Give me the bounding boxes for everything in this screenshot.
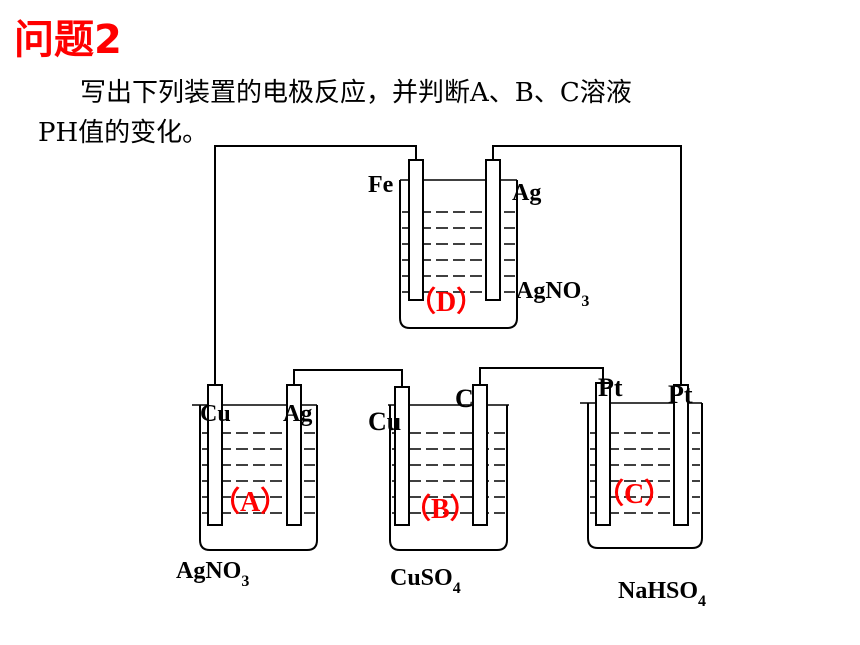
wire-fe-to-cu: [214, 145, 417, 385]
electrode-pt-right: [673, 384, 689, 526]
label-ag-d: Ag: [512, 180, 541, 206]
label-c: C: [455, 384, 474, 413]
electrode-fe: [408, 159, 424, 301]
page-title: 问题2: [14, 17, 122, 63]
wires: [214, 145, 682, 387]
solution-a: AgNO3: [176, 558, 249, 590]
electrode-ag-a: [286, 384, 302, 526]
question-line-2: PH值的变化。: [38, 118, 209, 148]
wire-ag-to-pt: [492, 145, 682, 385]
label-pt-left: Pt: [598, 373, 623, 402]
solution-d: AgNO3: [516, 278, 589, 310]
electrode-ag-d: [485, 159, 501, 301]
cell-label-c: （C）: [596, 477, 672, 510]
label-cu-a: Cu: [200, 401, 231, 427]
electrode-cu-a: [207, 384, 223, 526]
wire-ag-to-cu: [293, 369, 403, 387]
electrode-cu-b: [394, 386, 410, 526]
wire-c-to-pt: [479, 367, 604, 385]
solution-c: NaHSO4: [618, 578, 706, 610]
label-pt-right: Pt: [668, 380, 693, 409]
electrode-pt-left: [595, 382, 611, 526]
beaker-b: [388, 384, 509, 551]
beaker-d: [399, 159, 518, 329]
label-ag-a: Ag: [283, 401, 312, 427]
beaker-c: [580, 382, 703, 549]
solution-b: CuSO4: [390, 565, 461, 597]
cell-label-b: （B）: [403, 492, 478, 525]
cell-label-d: （D）: [408, 285, 484, 318]
electrode-c: [472, 384, 488, 526]
label-fe: Fe: [368, 172, 394, 198]
beaker-a: [192, 384, 318, 551]
label-cu-b: Cu: [368, 407, 401, 436]
cell-label-a: （A）: [212, 485, 288, 518]
question-line-1: 写出下列装置的电极反应，并判断A、B、C溶液: [80, 78, 632, 108]
